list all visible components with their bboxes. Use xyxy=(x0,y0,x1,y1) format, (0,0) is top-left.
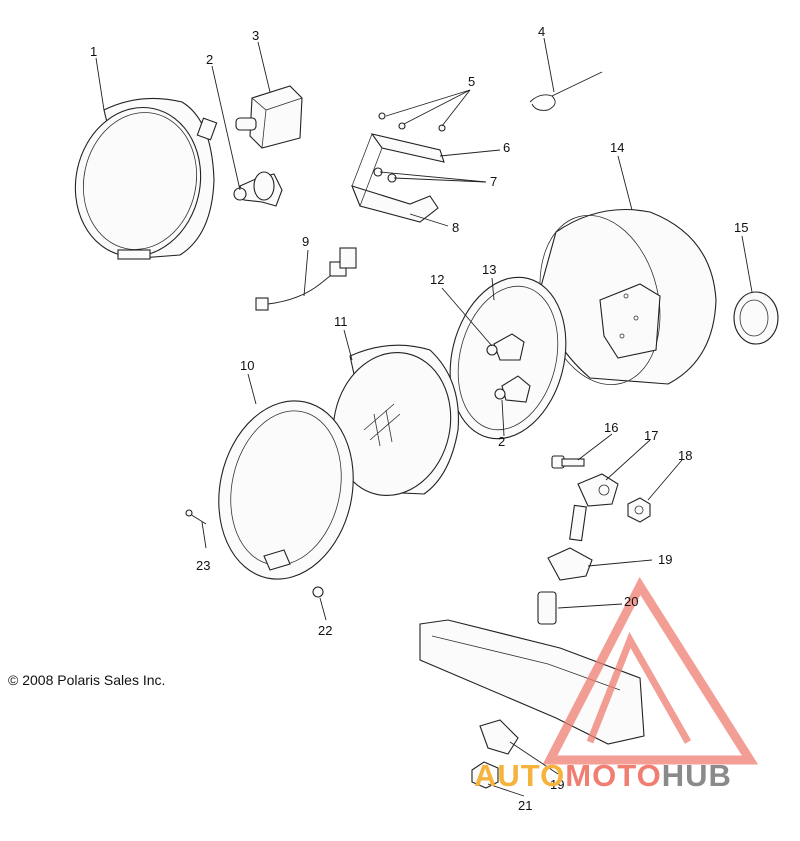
part-4-wire-clip xyxy=(529,71,603,111)
callout-16: 16 xyxy=(604,420,618,435)
callout-5: 5 xyxy=(468,74,475,89)
callout-19-upper: 19 xyxy=(658,552,672,567)
part-18-nut xyxy=(627,497,651,523)
part-2-bulb-upper xyxy=(233,171,283,207)
part-10-trim-ring xyxy=(218,400,354,580)
callout-20: 20 xyxy=(624,594,638,609)
mount-base-bracket xyxy=(419,619,645,745)
watermark-part-moto: MOTO xyxy=(565,758,662,793)
part-2-bulb-lower xyxy=(494,375,531,403)
part-23-screw xyxy=(185,509,207,525)
callout-2-lower: 2 xyxy=(498,434,505,449)
callout-10: 10 xyxy=(240,358,254,373)
watermark-logo xyxy=(542,576,759,765)
leader-lines xyxy=(95,37,753,797)
part-6-8-mount-bracket xyxy=(351,112,446,223)
callout-8: 8 xyxy=(452,220,459,235)
callout-17: 17 xyxy=(644,428,658,443)
callout-15: 15 xyxy=(734,220,748,235)
part-11-lens-assembly xyxy=(332,344,459,497)
callout-13: 13 xyxy=(482,262,496,277)
watermark-part-auto: AUTO xyxy=(474,758,566,793)
callout-11: 11 xyxy=(334,314,348,329)
part-9-wire-harness xyxy=(255,247,357,311)
callout-23: 23 xyxy=(196,558,210,573)
callout-4: 4 xyxy=(538,24,545,39)
callout-7: 7 xyxy=(490,174,497,189)
part-19-washer-upper xyxy=(547,547,593,581)
callout-14: 14 xyxy=(610,140,624,155)
part-14-headlight-housing xyxy=(539,208,717,386)
callout-22: 22 xyxy=(318,623,332,638)
callout-2-upper: 2 xyxy=(206,52,213,67)
part-21-nut xyxy=(471,761,499,789)
callout-9: 9 xyxy=(302,234,309,249)
part-15-grommet xyxy=(733,291,779,345)
part-17-pivot-bracket xyxy=(569,473,619,542)
callout-3: 3 xyxy=(252,28,259,43)
part-3-bulb-socket xyxy=(235,85,303,149)
part-12-bulb xyxy=(486,333,525,361)
part-16-bolt xyxy=(551,455,585,469)
callout-1: 1 xyxy=(90,44,97,59)
part-20-spacer xyxy=(537,591,557,625)
callout-6: 6 xyxy=(503,140,510,155)
callout-19-lower: 19 xyxy=(550,777,564,792)
callout-21: 21 xyxy=(518,798,532,813)
part-22-nut xyxy=(312,586,324,598)
watermark-text: AUTOMOTOHUB xyxy=(474,758,732,794)
callout-18: 18 xyxy=(678,448,692,463)
part-1-headlight-lens xyxy=(74,97,218,260)
callout-12: 12 xyxy=(430,272,444,287)
watermark-part-hub: HUB xyxy=(661,758,732,793)
part-19-washer-lower xyxy=(479,719,519,755)
copyright-notice: © 2008 Polaris Sales Inc. xyxy=(8,672,166,688)
